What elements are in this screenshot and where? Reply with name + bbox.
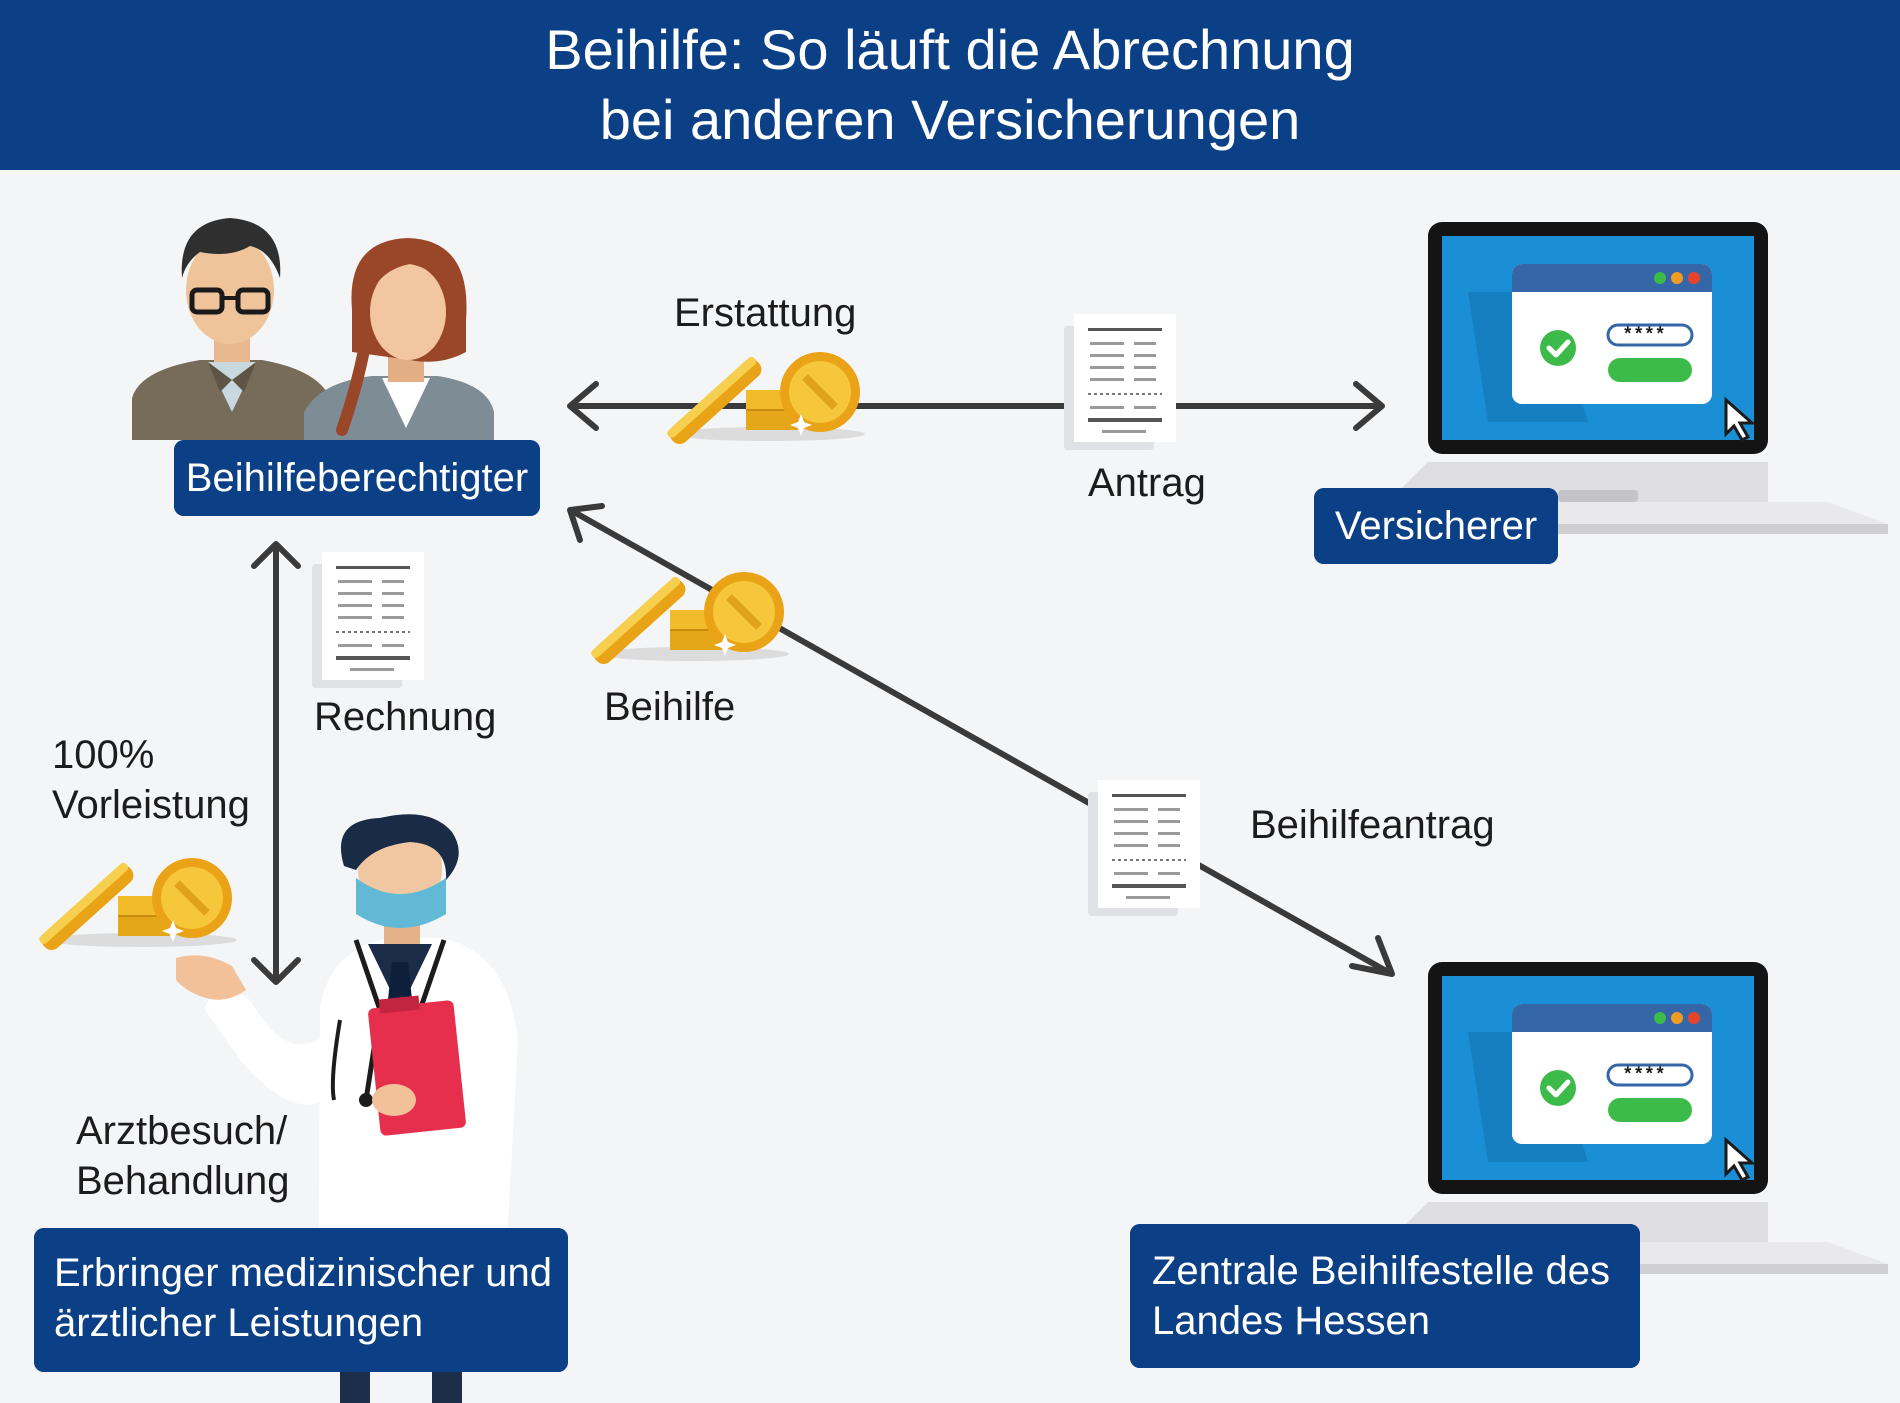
label-rechnung: Rechnung [314, 695, 497, 739]
label-arztbesuch: Arztbesuch/ Behandlung [76, 1106, 290, 1206]
node-insurer: Versicherer [1314, 488, 1558, 564]
document-icon [1063, 313, 1177, 451]
arrow-beihilfe [567, 503, 1395, 977]
document-icon [311, 551, 425, 689]
node-office-line-1: Zentrale Beihilfestelle des [1152, 1249, 1611, 1293]
node-provider-line-2: ärztlicher Leistungen [54, 1301, 424, 1345]
node-beneficiary-label: Beihilfeberechtigter [185, 456, 529, 500]
coins-icon [590, 572, 789, 668]
title-banner: Beihilfe: So läuft die Abrechnung bei an… [0, 0, 1900, 170]
document-icon [1087, 779, 1201, 917]
label-arztbesuch-line-2: Behandlung [76, 1159, 290, 1203]
node-office: Zentrale Beihilfestelle des Landes Hesse… [1130, 1224, 1640, 1368]
password-mask: **** [1622, 326, 1665, 346]
coins-icon [38, 858, 237, 954]
label-beihilfeantrag: Beihilfeantrag [1250, 803, 1495, 847]
label-vorleistung-line-1: 100% [52, 733, 155, 777]
laptop-icon: **** [1328, 222, 1888, 534]
label-vorleistung: 100% Vorleistung [52, 730, 250, 830]
node-provider: Erbringer medizinischer und ärztlicher L… [34, 1228, 568, 1372]
node-provider-line-1: Erbringer medizinischer und [54, 1251, 553, 1295]
node-beneficiary: Beihilfeberechtigter [174, 440, 540, 516]
password-mask: **** [1622, 1066, 1665, 1086]
node-insurer-label: Versicherer [1334, 504, 1538, 548]
label-arztbesuch-line-1: Arztbesuch/ [76, 1109, 288, 1153]
label-vorleistung-line-2: Vorleistung [52, 783, 250, 827]
laptop-icon: **** [1328, 962, 1888, 1274]
title-line-1: Beihilfe: So läuft die Abrechnung [545, 18, 1355, 81]
label-antrag: Antrag [1088, 461, 1206, 505]
arrow-rechnung [251, 541, 301, 985]
coins-icon [666, 352, 865, 448]
label-beihilfe: Beihilfe [604, 685, 736, 729]
node-office-line-2: Landes Hessen [1152, 1299, 1430, 1343]
title-line-2: bei anderen Versicherungen [599, 88, 1301, 151]
couple-icon [132, 218, 494, 440]
label-erstattung: Erstattung [674, 291, 857, 335]
